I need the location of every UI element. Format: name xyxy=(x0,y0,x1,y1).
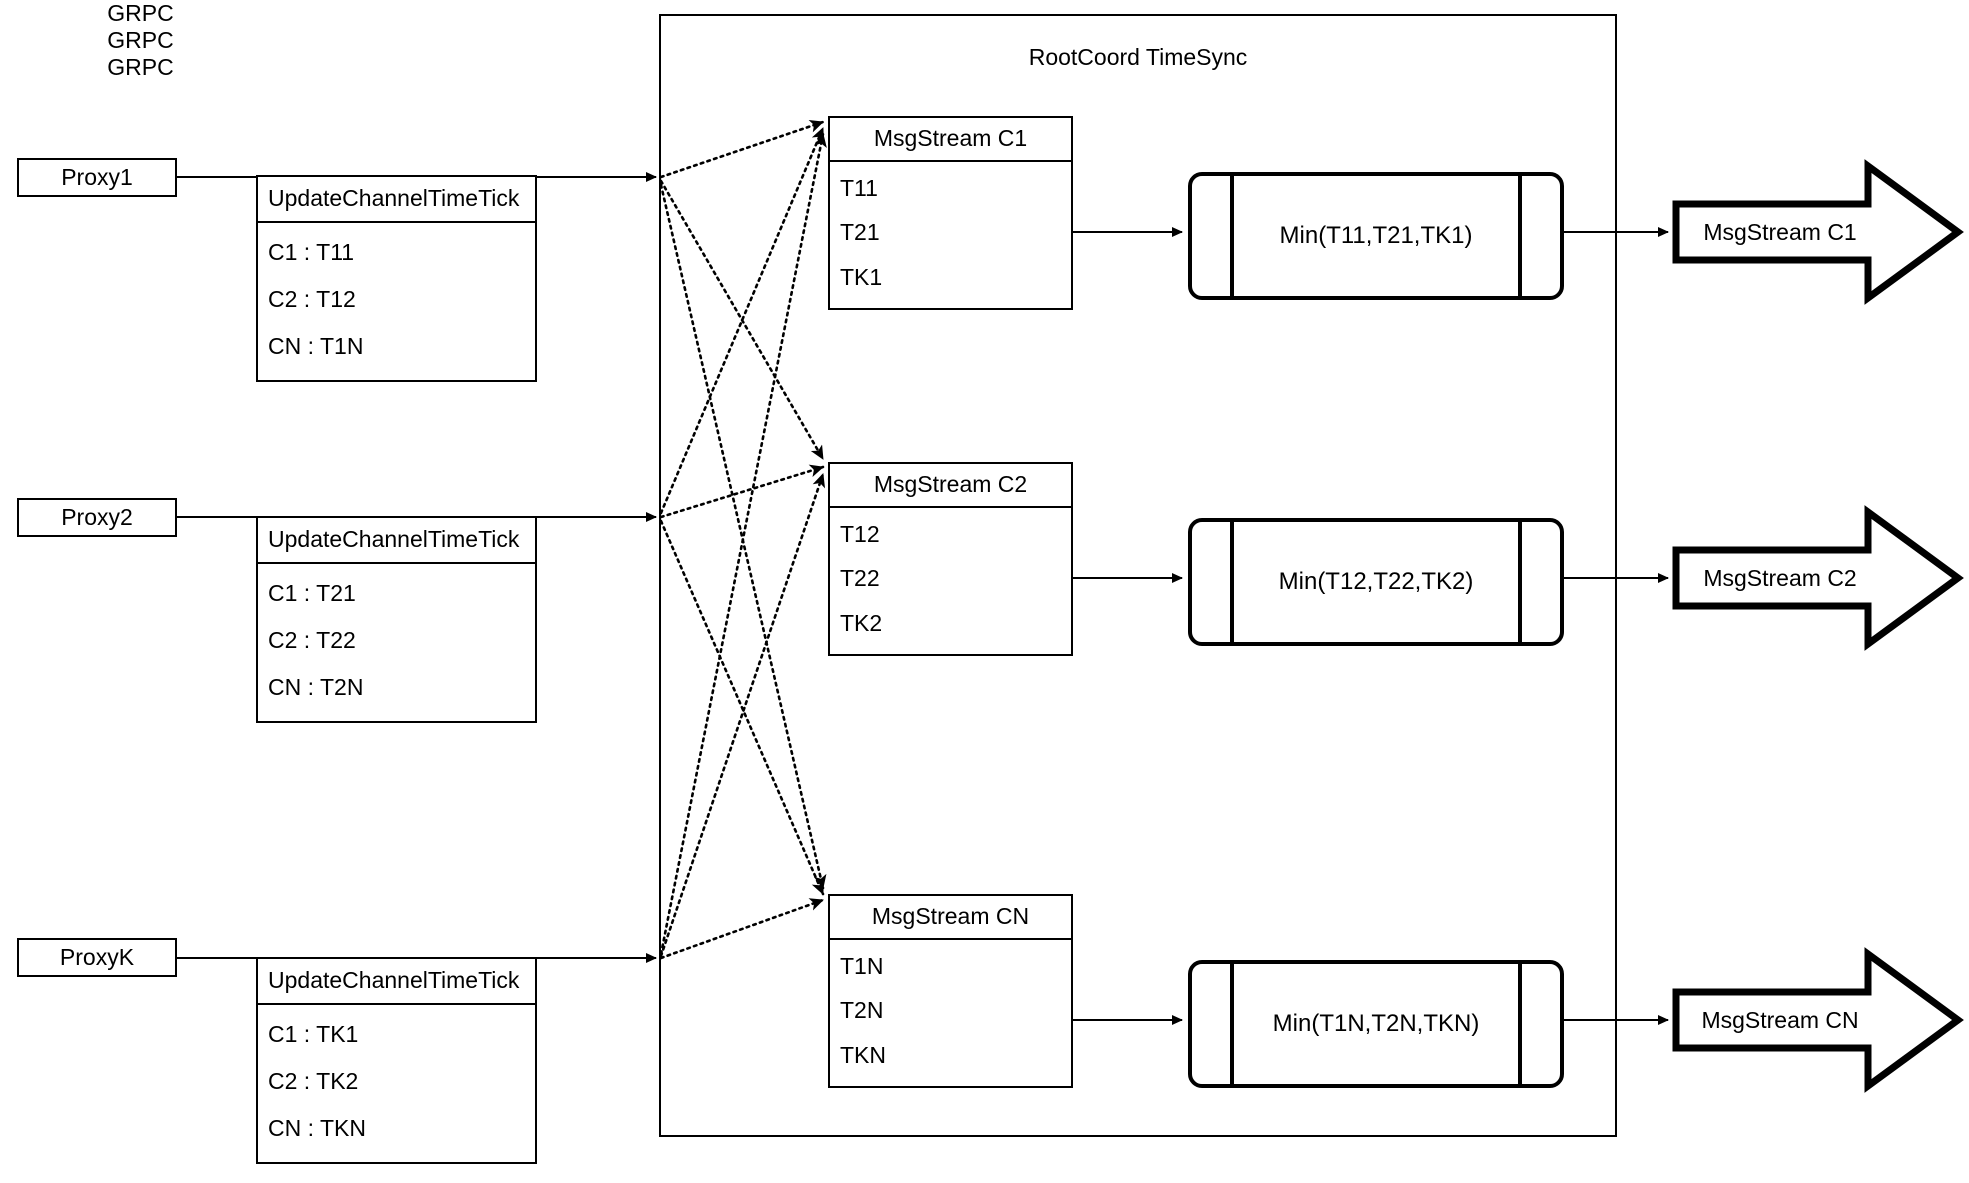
min-process-label: Min(T12,T22,TK2) xyxy=(1278,568,1474,595)
proxy-box-2[interactable]: Proxy2 xyxy=(17,498,177,537)
msgstream-table-row: T2N xyxy=(840,997,884,1024)
msgstream-table-row: T22 xyxy=(840,565,880,592)
min-process-1: Min(T11,T21,TK1) xyxy=(1188,172,1564,300)
msgstream-table-row: T12 xyxy=(840,520,880,547)
process-bar-right xyxy=(1518,176,1522,296)
msgstream-table-row: TK2 xyxy=(840,610,883,637)
output-block-arrow-label: MsgStream C1 xyxy=(1703,218,1857,245)
tick-table-header: UpdateChannelTimeTick xyxy=(258,959,535,1005)
tick-table-row: C2 : T22 xyxy=(268,627,356,653)
msgstream-table-header: MsgStream CN xyxy=(830,896,1071,940)
output-block-arrow-3: MsgStream CN xyxy=(1672,946,1964,1094)
msgstream-table-body: T1N T2N TKN xyxy=(830,940,1071,1086)
tick-table-body: C1 : T11 C2 : T12 CN : T1N xyxy=(258,223,535,380)
rootcoord-timesync-title: RootCoord TimeSync xyxy=(1028,44,1248,70)
tick-table-row: C1 : T21 xyxy=(268,580,356,606)
msgstream-table-header: MsgStream C2 xyxy=(830,464,1071,508)
proxy-label: Proxy1 xyxy=(61,164,133,190)
tick-table-row: CN : T2N xyxy=(268,674,364,700)
msgstream-table-body: T11 T21 TK1 xyxy=(830,162,1071,308)
tick-table-row: CN : T1N xyxy=(268,333,364,359)
msgstream-table-row: T21 xyxy=(840,219,880,246)
msgstream-table-3: MsgStream CN T1N T2N TKN xyxy=(828,894,1073,1088)
process-bar-left xyxy=(1230,522,1234,642)
tick-table-row: C1 : TK1 xyxy=(268,1021,359,1047)
tick-table-row: CN : TKN xyxy=(268,1115,366,1141)
msgstream-table-row: T1N xyxy=(840,952,884,979)
process-bar-left xyxy=(1230,176,1234,296)
rootcoord-timesync-container xyxy=(659,14,1617,1137)
process-bar-right xyxy=(1518,964,1522,1084)
min-process-label: Min(T11,T21,TK1) xyxy=(1279,222,1473,249)
process-bar-left xyxy=(1230,964,1234,1084)
min-process-label: Min(T1N,T2N,TKN) xyxy=(1272,1010,1480,1037)
min-process-2: Min(T12,T22,TK2) xyxy=(1188,518,1564,646)
output-block-arrow-2: MsgStream C2 xyxy=(1672,504,1964,652)
tick-table-row: C2 : TK2 xyxy=(268,1068,359,1094)
msgstream-table-row: TKN xyxy=(840,1042,886,1069)
msgstream-table-1: MsgStream C1 T11 T21 TK1 xyxy=(828,116,1073,310)
update-channel-timetick-table-1: UpdateChannelTimeTick C1 : T11 C2 : T12 … xyxy=(256,175,537,382)
msgstream-table-row: TK1 xyxy=(840,264,883,291)
proxy-box-1[interactable]: Proxy1 xyxy=(17,158,177,197)
update-channel-timetick-table-3: UpdateChannelTimeTick C1 : TK1 C2 : TK2 … xyxy=(256,957,537,1164)
proxy-label: ProxyK xyxy=(59,944,135,970)
output-block-arrow-1: MsgStream C1 xyxy=(1672,158,1964,306)
proxy-box-3[interactable]: ProxyK xyxy=(17,938,177,977)
grpc-label-2: GRPC xyxy=(107,27,174,53)
output-block-arrow-label: MsgStream CN xyxy=(1701,1006,1859,1033)
msgstream-table-header: MsgStream C1 xyxy=(830,118,1071,162)
grpc-label-1: GRPC xyxy=(107,0,174,26)
msgstream-table-body: T12 T22 TK2 xyxy=(830,508,1071,654)
tick-table-header: UpdateChannelTimeTick xyxy=(258,177,535,223)
msgstream-table-2: MsgStream C2 T12 T22 TK2 xyxy=(828,462,1073,656)
proxy-label: Proxy2 xyxy=(61,504,133,530)
output-block-arrow-label: MsgStream C2 xyxy=(1703,564,1857,591)
tick-table-body: C1 : T21 C2 : T22 CN : T2N xyxy=(258,564,535,721)
msgstream-table-row: T11 xyxy=(840,174,878,201)
tick-table-header: UpdateChannelTimeTick xyxy=(258,518,535,564)
tick-table-row: C2 : T12 xyxy=(268,286,356,312)
update-channel-timetick-table-2: UpdateChannelTimeTick C1 : T21 C2 : T22 … xyxy=(256,516,537,723)
grpc-label-3: GRPC xyxy=(107,54,174,80)
tick-table-body: C1 : TK1 C2 : TK2 CN : TKN xyxy=(258,1005,535,1162)
process-bar-right xyxy=(1518,522,1522,642)
tick-table-row: C1 : T11 xyxy=(268,239,355,265)
min-process-3: Min(T1N,T2N,TKN) xyxy=(1188,960,1564,1088)
